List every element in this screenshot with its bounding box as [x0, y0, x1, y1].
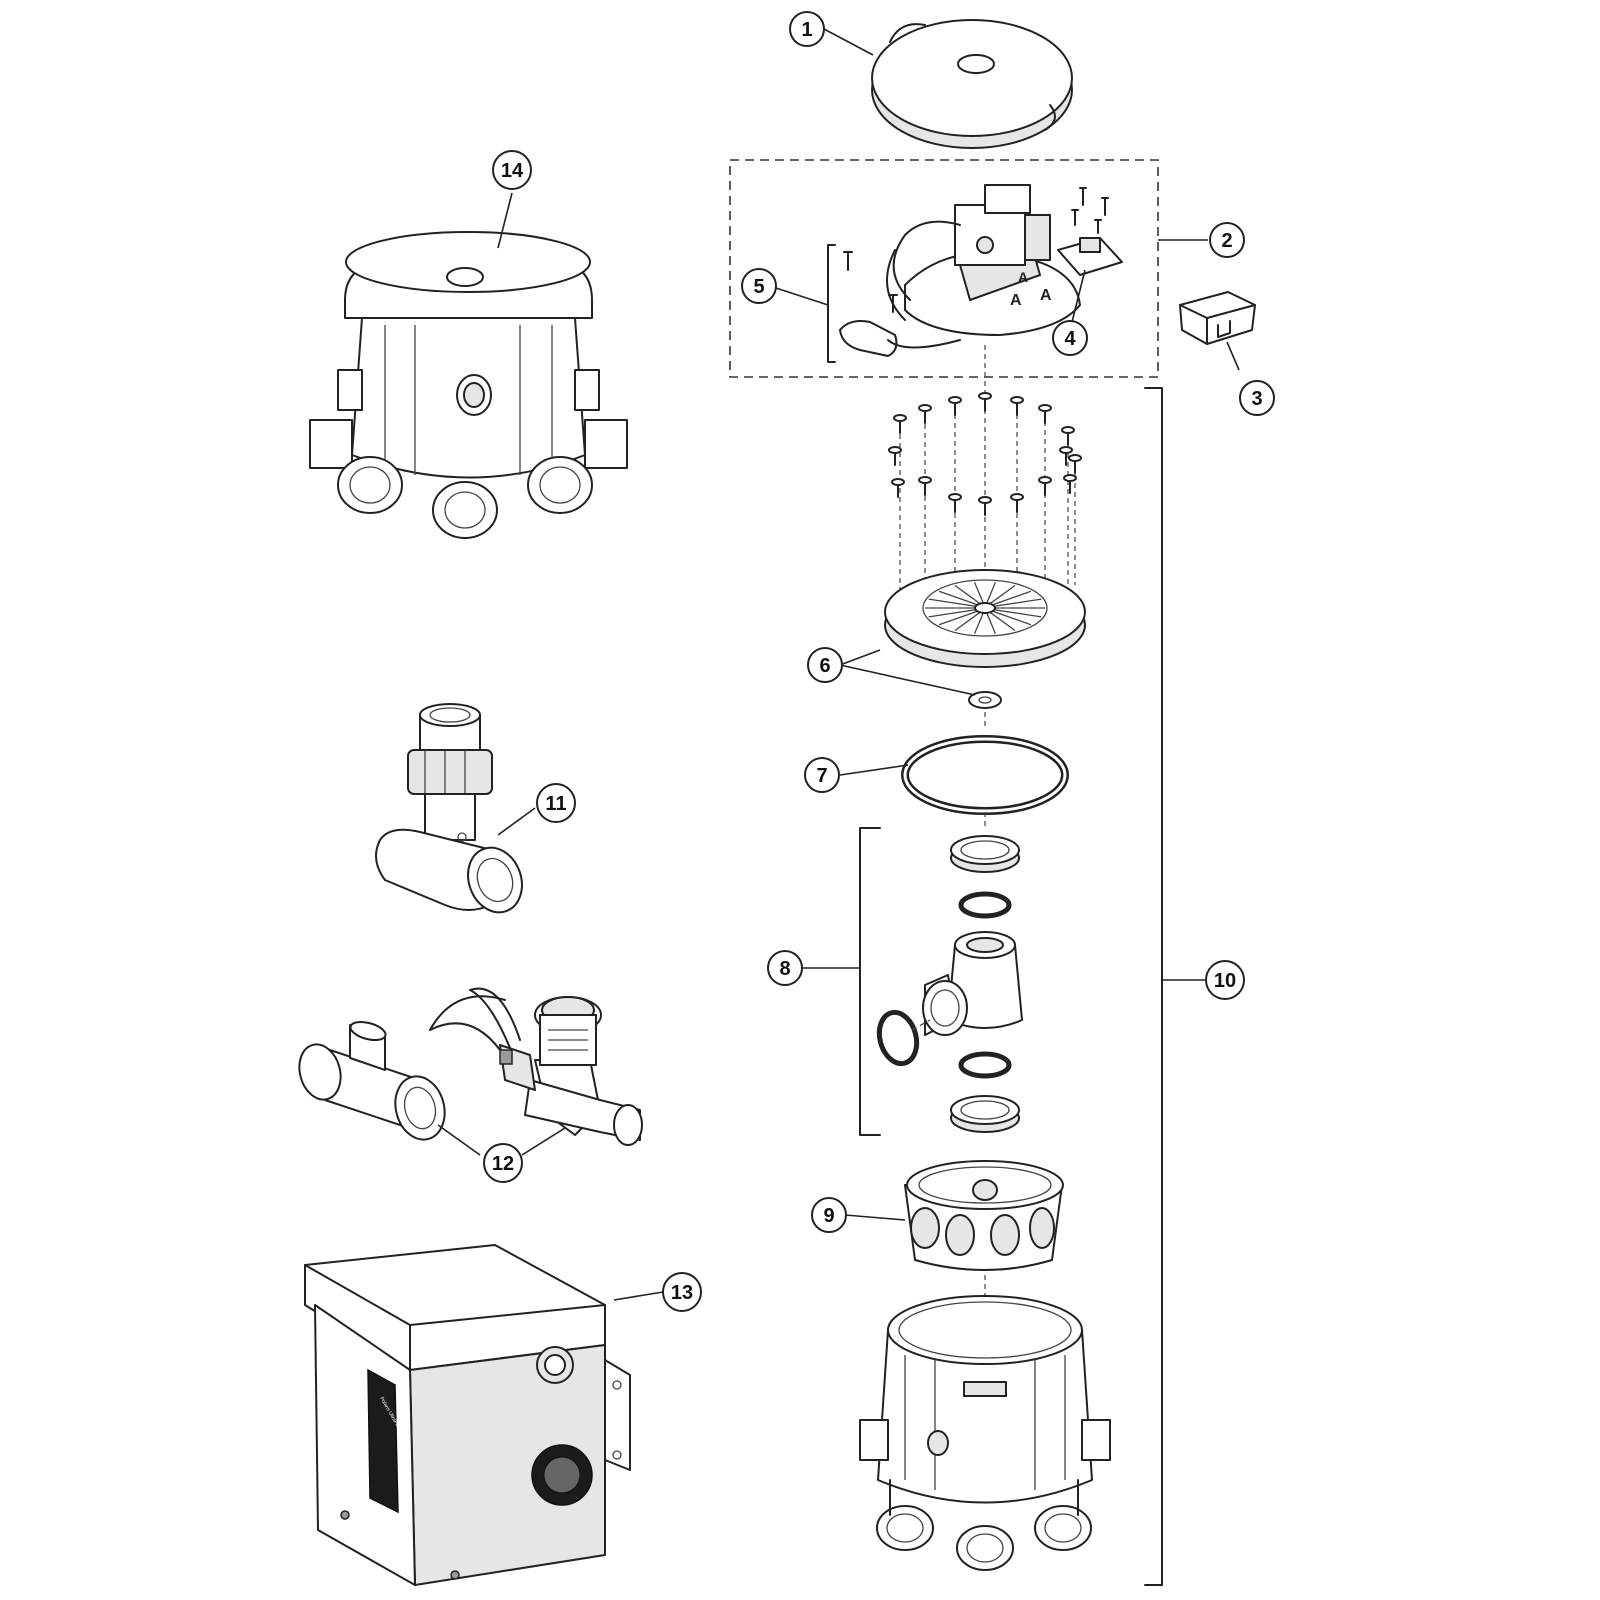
part-9-basket — [904, 1160, 1064, 1271]
callout-2: 2 — [1209, 222, 1245, 258]
part-10-base-housing — [859, 1295, 1111, 1571]
part-8-valve-assembly — [859, 827, 1023, 1136]
part-6-flange-plate — [884, 569, 1086, 709]
bracket-10 — [1144, 387, 1163, 1586]
svg-text:1: 1 — [801, 19, 812, 41]
svg-text:13: 13 — [671, 1282, 693, 1304]
svg-text:3: 3 — [1251, 388, 1262, 410]
svg-text:9: 9 — [823, 1205, 834, 1227]
part-14-assembled-valve — [309, 231, 628, 539]
svg-text:10: 10 — [1214, 970, 1236, 992]
part-13-control-box: Polaris UltraFlex — [304, 1244, 631, 1586]
svg-text:A: A — [1010, 292, 1022, 309]
screw-ring — [888, 392, 1082, 610]
part-11-union-tee — [375, 703, 523, 914]
callout-3: 3 — [1239, 380, 1275, 416]
callout-1: 1 — [789, 11, 825, 47]
callout-5: 5 — [741, 268, 777, 304]
svg-text:2: 2 — [1221, 230, 1232, 252]
part-4-bracket — [1057, 237, 1123, 276]
callout-7: 7 — [804, 757, 840, 793]
part-3-cap — [1179, 291, 1256, 345]
callout-6: 6 — [807, 647, 843, 683]
part-12-sensor-tee — [298, 987, 643, 1146]
assembly-2-boundary — [729, 159, 1159, 378]
svg-text:A: A — [1040, 287, 1052, 304]
svg-text:A: A — [1018, 269, 1028, 285]
svg-text:4: 4 — [1064, 328, 1076, 350]
callout-13: 13 — [662, 1272, 702, 1312]
callout-10: 10 — [1205, 960, 1245, 1000]
leader-lines — [437, 28, 1240, 1301]
callout-8: 8 — [767, 950, 803, 986]
part-2-actuator-assembly: A A A — [886, 184, 1109, 336]
part-1-top-cover — [871, 19, 1073, 149]
callout-9: 9 — [811, 1197, 847, 1233]
callout-12: 12 — [483, 1143, 523, 1183]
callout-4: 4 — [1052, 320, 1088, 356]
svg-text:14: 14 — [501, 160, 524, 182]
part-7-o-ring — [901, 735, 1069, 815]
svg-text:5: 5 — [753, 276, 764, 298]
callout-11: 11 — [536, 783, 576, 823]
callout-14: 14 — [492, 150, 532, 190]
svg-text:12: 12 — [492, 1153, 514, 1175]
svg-text:7: 7 — [816, 765, 827, 787]
svg-text:8: 8 — [779, 958, 790, 980]
svg-text:6: 6 — [819, 655, 830, 677]
part-5-wire-harness — [827, 244, 961, 363]
svg-text:11: 11 — [545, 793, 566, 815]
